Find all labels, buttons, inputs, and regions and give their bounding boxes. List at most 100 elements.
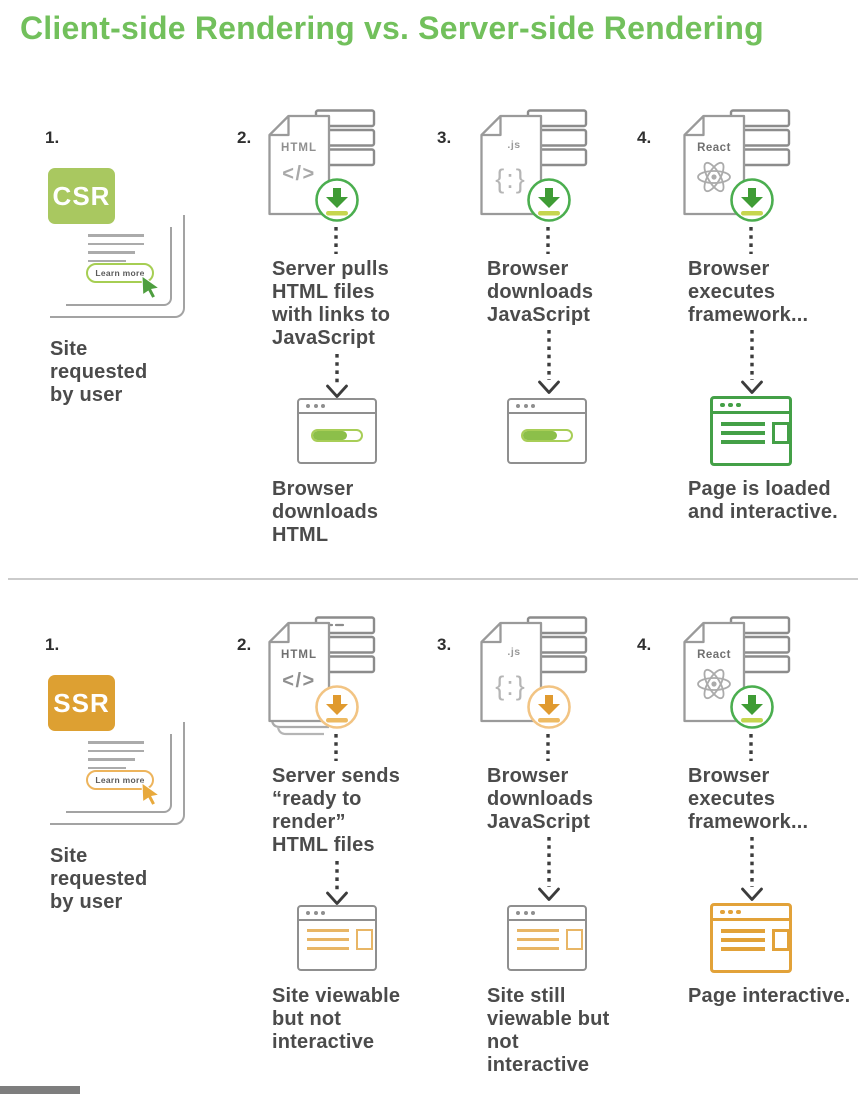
- html-file-icon: HTML </>: [268, 109, 376, 222]
- html-file-stack-icon: HTML </>: [268, 616, 376, 736]
- interactive-page-window-icon: [710, 903, 792, 973]
- bottom-partial-bar: [0, 1086, 80, 1094]
- file-type-label: React: [697, 649, 731, 661]
- browser-window-icon: [507, 398, 587, 464]
- text-line: [88, 741, 144, 744]
- csr-step3-number: 3.: [437, 128, 452, 147]
- csr-step4-caption: Browser executes framework...: [688, 258, 809, 326]
- dotted-arrow: [741, 837, 763, 901]
- section-divider: [8, 578, 858, 580]
- download-icon: [730, 178, 774, 222]
- dotted-line: [546, 227, 550, 254]
- content-block: [772, 929, 790, 951]
- dotted-line: [749, 227, 753, 254]
- content-lines: [721, 422, 765, 449]
- ssr-step1-number: 1.: [45, 635, 60, 654]
- csr-step2-result: Browser downloads HTML: [272, 478, 379, 546]
- csr-badge: CSR: [48, 168, 115, 224]
- browser-window-icon: [297, 398, 377, 464]
- csr-site-illustration: Learn more: [50, 215, 186, 321]
- loaded-page-window-icon: [710, 396, 792, 466]
- ssr-step2-number: 2.: [237, 635, 252, 654]
- learn-more-button: Learn more: [86, 263, 154, 283]
- ssr-step2-result: Site viewable but not interactive: [272, 985, 401, 1053]
- ssr-step3-number: 3.: [437, 635, 452, 654]
- progress-bar: [521, 429, 573, 442]
- learn-more-button: Learn more: [86, 770, 154, 790]
- cursor-icon: [141, 275, 161, 300]
- window-titlebar: [509, 400, 585, 414]
- csr-step1-number: 1.: [45, 128, 60, 147]
- react-atom-icon: [697, 161, 731, 193]
- code-glyph: {:}: [495, 671, 527, 701]
- window-titlebar: [299, 400, 375, 414]
- page-corner-outline: [50, 722, 185, 825]
- ssr-step4-number: 4.: [637, 635, 652, 654]
- file-type-label: .js: [507, 646, 520, 658]
- cursor-icon: [141, 782, 161, 807]
- content-lines: [721, 929, 765, 956]
- csr-step1-caption: Site requested by user: [50, 338, 148, 406]
- window-titlebar: [299, 907, 375, 921]
- text-line: [88, 259, 126, 262]
- csr-step2-caption: Server pulls HTML files with links to Ja…: [272, 258, 391, 349]
- ssr-step3-result: Site still viewable but not interactive: [487, 985, 610, 1076]
- js-file-icon: .js {:}: [480, 616, 588, 729]
- dotted-arrow: [538, 837, 560, 901]
- csr-step4-result: Page is loaded and interactive.: [688, 478, 838, 523]
- dotted-arrow: [326, 354, 348, 398]
- ssr-step2-caption: Server sends “ready to render” HTML file…: [272, 765, 401, 856]
- text-line: [88, 766, 126, 769]
- page-corner-outline-inner: [66, 227, 172, 306]
- ssr-site-illustration: Learn more: [50, 722, 186, 828]
- content-block: [566, 929, 583, 950]
- progress-bar: [311, 429, 363, 442]
- react-atom-icon: [697, 668, 731, 700]
- file-type-label: HTML: [281, 142, 317, 154]
- csr-step2-number: 2.: [237, 128, 252, 147]
- js-file-icon: .js {:}: [480, 109, 588, 222]
- ssr-step4-caption: Browser executes framework...: [688, 765, 809, 833]
- csr-step4-number: 4.: [637, 128, 652, 147]
- text-line: [88, 758, 135, 761]
- download-icon: [527, 178, 571, 222]
- ssr-row: 1. SSR Learn more Site requested by user…: [0, 507, 858, 1076]
- dotted-arrow: [326, 861, 348, 905]
- file-type-label: HTML: [281, 649, 317, 661]
- download-icon-orange: [315, 685, 359, 729]
- dotted-arrow: [538, 330, 560, 394]
- window-titlebar: [509, 907, 585, 921]
- stacked-page: [276, 726, 324, 736]
- browser-window-icon: [507, 905, 587, 971]
- react-file-icon: React: [683, 616, 791, 729]
- react-file-icon: React: [683, 109, 791, 222]
- code-glyph: </>: [282, 670, 315, 692]
- dotted-line: [749, 734, 753, 761]
- text-line: [88, 749, 144, 752]
- download-icon: [730, 685, 774, 729]
- server-stack-icon: [314, 616, 376, 674]
- ssr-step3-caption: Browser downloads JavaScript: [487, 765, 594, 833]
- content-block: [356, 929, 373, 950]
- file-type-label: .js: [507, 139, 520, 151]
- page-title: Client-side Rendering vs. Server-side Re…: [20, 10, 764, 46]
- download-icon: [315, 178, 359, 222]
- text-line: [88, 251, 135, 254]
- browser-window-icon: [297, 905, 377, 971]
- content-lines: [517, 929, 559, 956]
- window-titlebar: [713, 906, 789, 921]
- file-type-label: React: [697, 142, 731, 154]
- page-corner-outline-inner: [66, 734, 172, 813]
- download-icon-orange: [527, 685, 571, 729]
- code-glyph: {:}: [495, 164, 527, 194]
- text-line: [88, 242, 144, 245]
- server-stack-icon: [729, 109, 791, 167]
- ssr-step1-caption: Site requested by user: [50, 845, 148, 913]
- csr-step3-caption: Browser downloads JavaScript: [487, 258, 594, 326]
- ssr-step4-result: Page interactive.: [688, 985, 851, 1007]
- dotted-arrow: [741, 330, 763, 394]
- text-line: [88, 234, 144, 237]
- content-lines: [307, 929, 349, 956]
- csr-row: 1. CSR Learn more Site requested by user…: [45, 109, 838, 546]
